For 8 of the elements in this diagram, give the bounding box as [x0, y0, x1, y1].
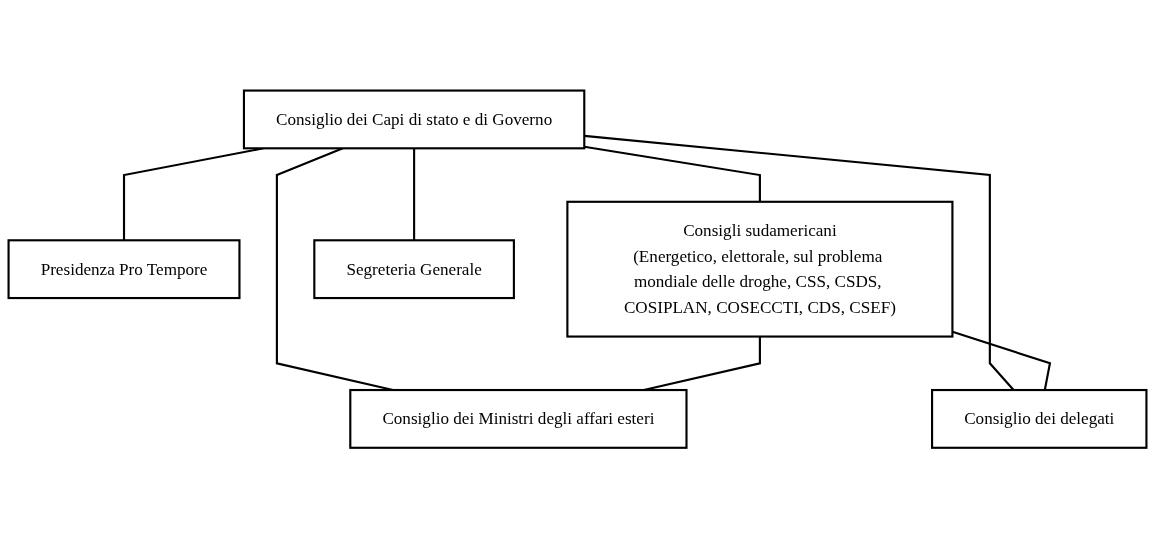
connector: [413, 148, 416, 241]
node-box: Consigli sudamericani (Energetico, elettorale, sul problema mondiale delle droghe, CSS, CSDS, COSIPLAN, COSECCTI, CDS, CSEF): [566, 200, 954, 338]
node-box: Consiglio dei Capi di stato e di Governo: [242, 89, 586, 150]
node-box: Consiglio dei Ministri degli affari esteri: [349, 388, 688, 449]
node-box: Segreteria Generale: [313, 239, 515, 299]
node-box: Presidenza Pro Tempore: [7, 239, 241, 299]
node-box: Consiglio dei delegati: [931, 388, 1148, 449]
connector: [584, 145, 761, 202]
